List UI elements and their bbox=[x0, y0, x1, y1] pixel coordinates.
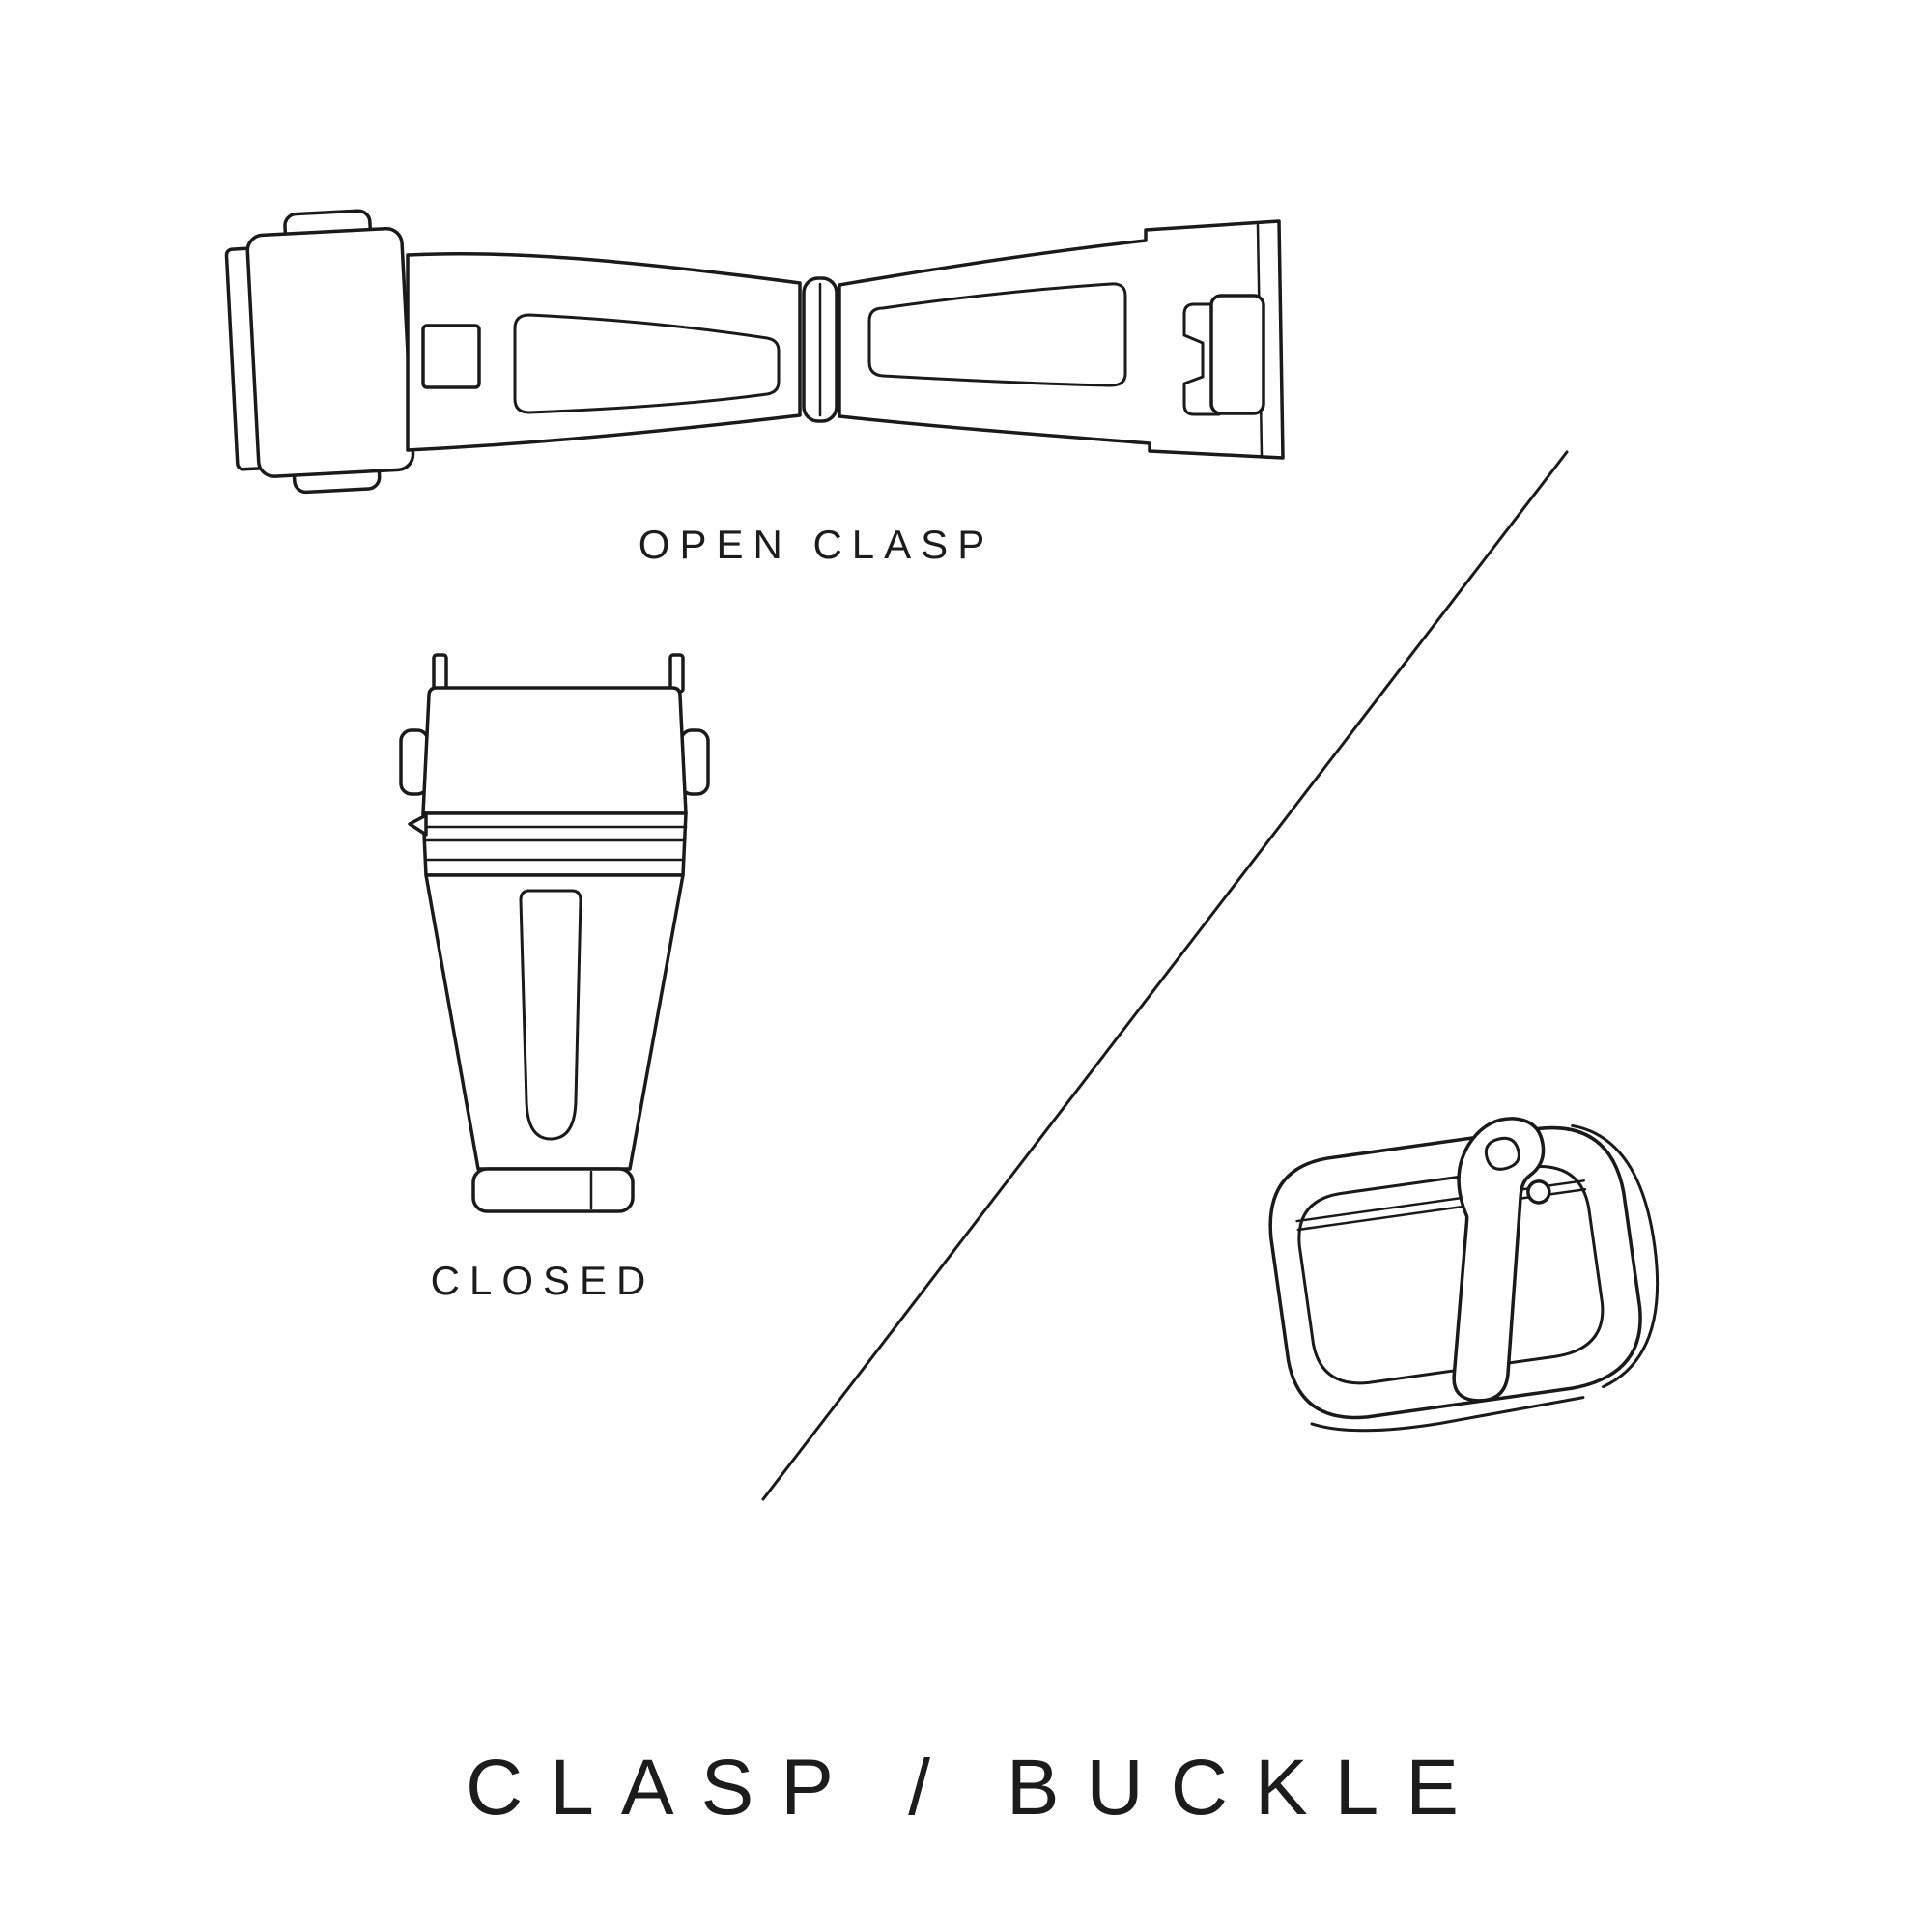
open-clasp-keeper-bracket bbox=[1182, 302, 1221, 416]
buckle-drawing bbox=[1268, 1117, 1660, 1433]
closed-clasp-bottom-cap bbox=[471, 1167, 635, 1213]
open-clasp-fold-block bbox=[245, 226, 415, 478]
buckle-pin-ring bbox=[1526, 1179, 1551, 1205]
buckle-tongue-loop bbox=[1484, 1136, 1520, 1171]
buckle-depth-curve-right bbox=[1571, 1123, 1660, 1389]
open-clasp-left-arm-inner bbox=[513, 313, 781, 414]
open-clasp-right-arm-inner bbox=[867, 282, 1127, 387]
closed-clasp-side-notch bbox=[408, 813, 428, 837]
diagram-title: CLASP / BUCKLE bbox=[466, 1744, 1486, 1832]
diagonal-divider-line bbox=[761, 450, 1569, 1501]
open-clasp-label: OPEN CLASP bbox=[638, 522, 995, 567]
closed-clasp-upper-block bbox=[421, 686, 688, 815]
closed-clasp-inner-outline bbox=[519, 889, 582, 1141]
open-clasp-release-button bbox=[421, 324, 481, 389]
buckle-depth-curve-bottom bbox=[1310, 1396, 1585, 1433]
closed-label: CLOSED bbox=[430, 1258, 656, 1303]
open-clasp-keeper-plate bbox=[1209, 294, 1265, 415]
open-clasp-drawing bbox=[224, 209, 1285, 495]
buckle-frame bbox=[1268, 1125, 1642, 1420]
closed-clasp-body bbox=[424, 873, 685, 1171]
closed-clasp-band bbox=[421, 811, 688, 877]
open-clasp-right-arm bbox=[838, 219, 1285, 460]
closed-clasp-drawing bbox=[399, 653, 710, 1213]
buckle-tongue bbox=[1452, 1117, 1546, 1403]
